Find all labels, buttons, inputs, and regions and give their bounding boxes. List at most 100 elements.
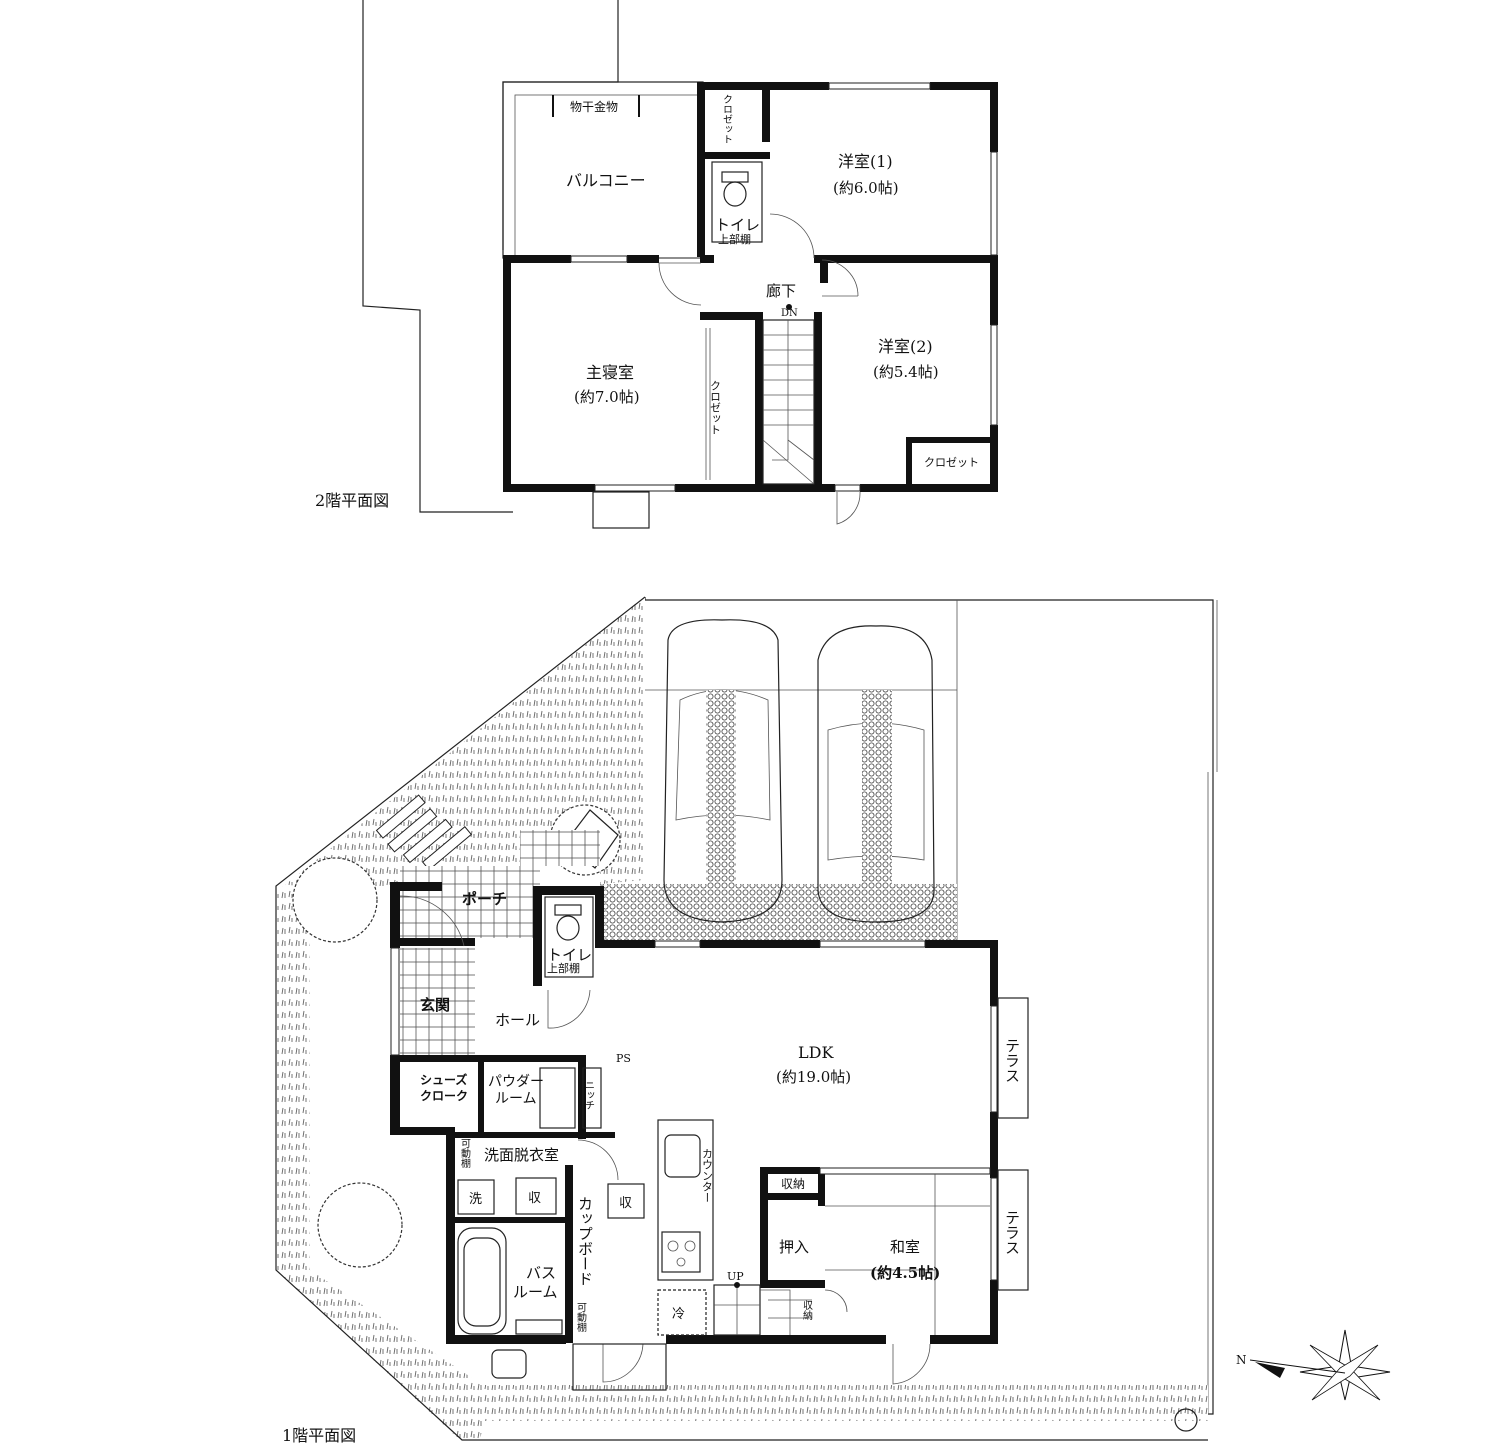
wall-wash-north: [455, 1132, 615, 1138]
meter-icon: [1174, 1408, 1198, 1432]
wall-bath-west: [446, 1127, 455, 1343]
cupboard-label: カップボード: [576, 1196, 594, 1286]
floor2-wall-closet-east: [762, 82, 770, 142]
kitchen-counter: [657, 1119, 714, 1281]
floor2-plan: 物干金物 バルコニー クロゼット トイレ 上部棚 廊下 DN 洋室(1) (約6…: [315, 0, 998, 529]
room1-size: (約6.0帖): [833, 179, 899, 197]
garden-planting-southwest: [276, 1270, 490, 1440]
lot-boundary-west: [275, 596, 1208, 1441]
niche-box: [582, 1067, 602, 1129]
wall-shoe-west: [390, 1055, 400, 1135]
floor2-wall-east-b: [990, 255, 998, 325]
door-swing: [836, 491, 861, 525]
toilet-bowl-icon: [556, 915, 580, 941]
toilet-shelf-label-f1: 上部棚: [547, 961, 580, 975]
wall-toilet-east: [595, 886, 604, 946]
bath-bench: [515, 1319, 563, 1335]
floor2-wall-north-b: [930, 82, 998, 90]
floor2-wall-closet-north: [700, 312, 762, 320]
garden-planting-south: [480, 1385, 1208, 1421]
bath-label-2: ルーム: [513, 1283, 558, 1301]
tree-icon: [317, 1182, 403, 1268]
wall-porch-west: [390, 882, 400, 948]
floor2-lot-line: [362, 0, 513, 513]
washer-label: 洗: [469, 1192, 482, 1207]
bathtub: [457, 1227, 507, 1335]
floor1-plan: ポーチ トイレ 上部棚 玄関 ホール PS シューズ クローク パウダー ルーム…: [275, 596, 1391, 1445]
master-size: (約7.0帖): [574, 388, 640, 406]
window: [834, 484, 861, 492]
wall-cupboard-west: [565, 1165, 573, 1343]
terrace-label-1: テラス: [1003, 1038, 1021, 1083]
entrance-label: 玄関: [420, 996, 450, 1014]
porch-tiles: [400, 866, 540, 938]
wall-east-a: [990, 940, 998, 1006]
wall-entrance-north: [390, 938, 475, 946]
toilet-cubicle: [711, 161, 763, 243]
approach-tiles: [520, 830, 600, 866]
toilet-tank-icon: [721, 171, 749, 183]
wall-ldk-north-b: [700, 940, 820, 948]
ldk-name: LDK: [798, 1043, 834, 1062]
washitsu-name: 和室: [890, 1238, 920, 1256]
floor2-wall-master-north-b: [627, 255, 659, 263]
door-swing: [824, 1289, 848, 1313]
porch-label: ポーチ: [462, 890, 507, 908]
paved-parking-edge: [600, 884, 957, 940]
window: [654, 940, 701, 948]
terrace-label-2: テラス: [1003, 1210, 1021, 1255]
window: [570, 255, 628, 263]
floor2-wall-closet2-north: [906, 437, 991, 443]
wall-toilet-north: [533, 886, 603, 895]
wall-toilet-west: [533, 886, 542, 986]
door-swing: [821, 259, 859, 297]
floor2-wall-south-a: [503, 484, 595, 492]
kitchen-sink: [664, 1134, 701, 1178]
service-porch: [572, 1343, 667, 1391]
adjustable-shelf-label-1: 可動棚: [459, 1138, 471, 1169]
window: [594, 484, 676, 492]
floor2-stairs: [762, 304, 815, 485]
wall-shoe-south: [390, 1127, 450, 1135]
floor2-wall-east-a: [990, 82, 998, 152]
compass-north-label: N: [1236, 1353, 1247, 1367]
floor2-wall-master-north-c: [700, 255, 714, 263]
wall-ldk-north-c: [925, 940, 998, 948]
door-swing: [892, 1343, 931, 1385]
storage-mark-2: 収: [619, 1196, 632, 1211]
window: [990, 1177, 998, 1281]
wall-porch-north: [390, 882, 442, 891]
toilet-label-f1: トイレ: [547, 946, 592, 964]
wall-powder-north: [400, 1055, 585, 1062]
vanity-sink: [539, 1067, 576, 1129]
terrace-2: [997, 1169, 1029, 1291]
stairs-dn-label: DN: [781, 308, 798, 319]
door-swing: [577, 1139, 619, 1181]
closet-top-label: クロゼット: [721, 94, 733, 144]
closet-master-label: クロゼット: [709, 380, 722, 435]
wall-south-a: [446, 1335, 566, 1344]
washroom-label: 洗面脱衣室: [484, 1146, 559, 1164]
toilet-tank-icon: [554, 904, 582, 916]
floor2-wall-balcony-east: [697, 82, 705, 257]
wall-washitsu-west: [760, 1167, 768, 1287]
wall-storage-north: [760, 1167, 820, 1174]
wall-storage-east: [818, 1174, 825, 1206]
floor2-wall-stair-east: [814, 312, 822, 484]
storage-label-1: 収納: [781, 1177, 805, 1191]
fridge-label: 冷: [672, 1307, 685, 1322]
floor1-caption: 1階平面図: [282, 1426, 356, 1445]
floor2-wall-south-c: [860, 484, 998, 492]
stairs-down-dot: [786, 304, 792, 310]
window: [390, 947, 400, 1056]
door-swing: [602, 1343, 644, 1383]
compass-rose-icon: N: [1236, 1329, 1391, 1401]
wall-ldk-north-a: [595, 940, 655, 948]
ldk-size: (約19.0帖): [776, 1068, 851, 1086]
toilet-label-f2: トイレ: [715, 216, 760, 234]
window: [990, 151, 998, 256]
tree-icon: [292, 857, 378, 943]
floor2-wall-closet-south: [697, 152, 770, 159]
toilet-shelf-label-f2: 上部棚: [718, 232, 751, 246]
